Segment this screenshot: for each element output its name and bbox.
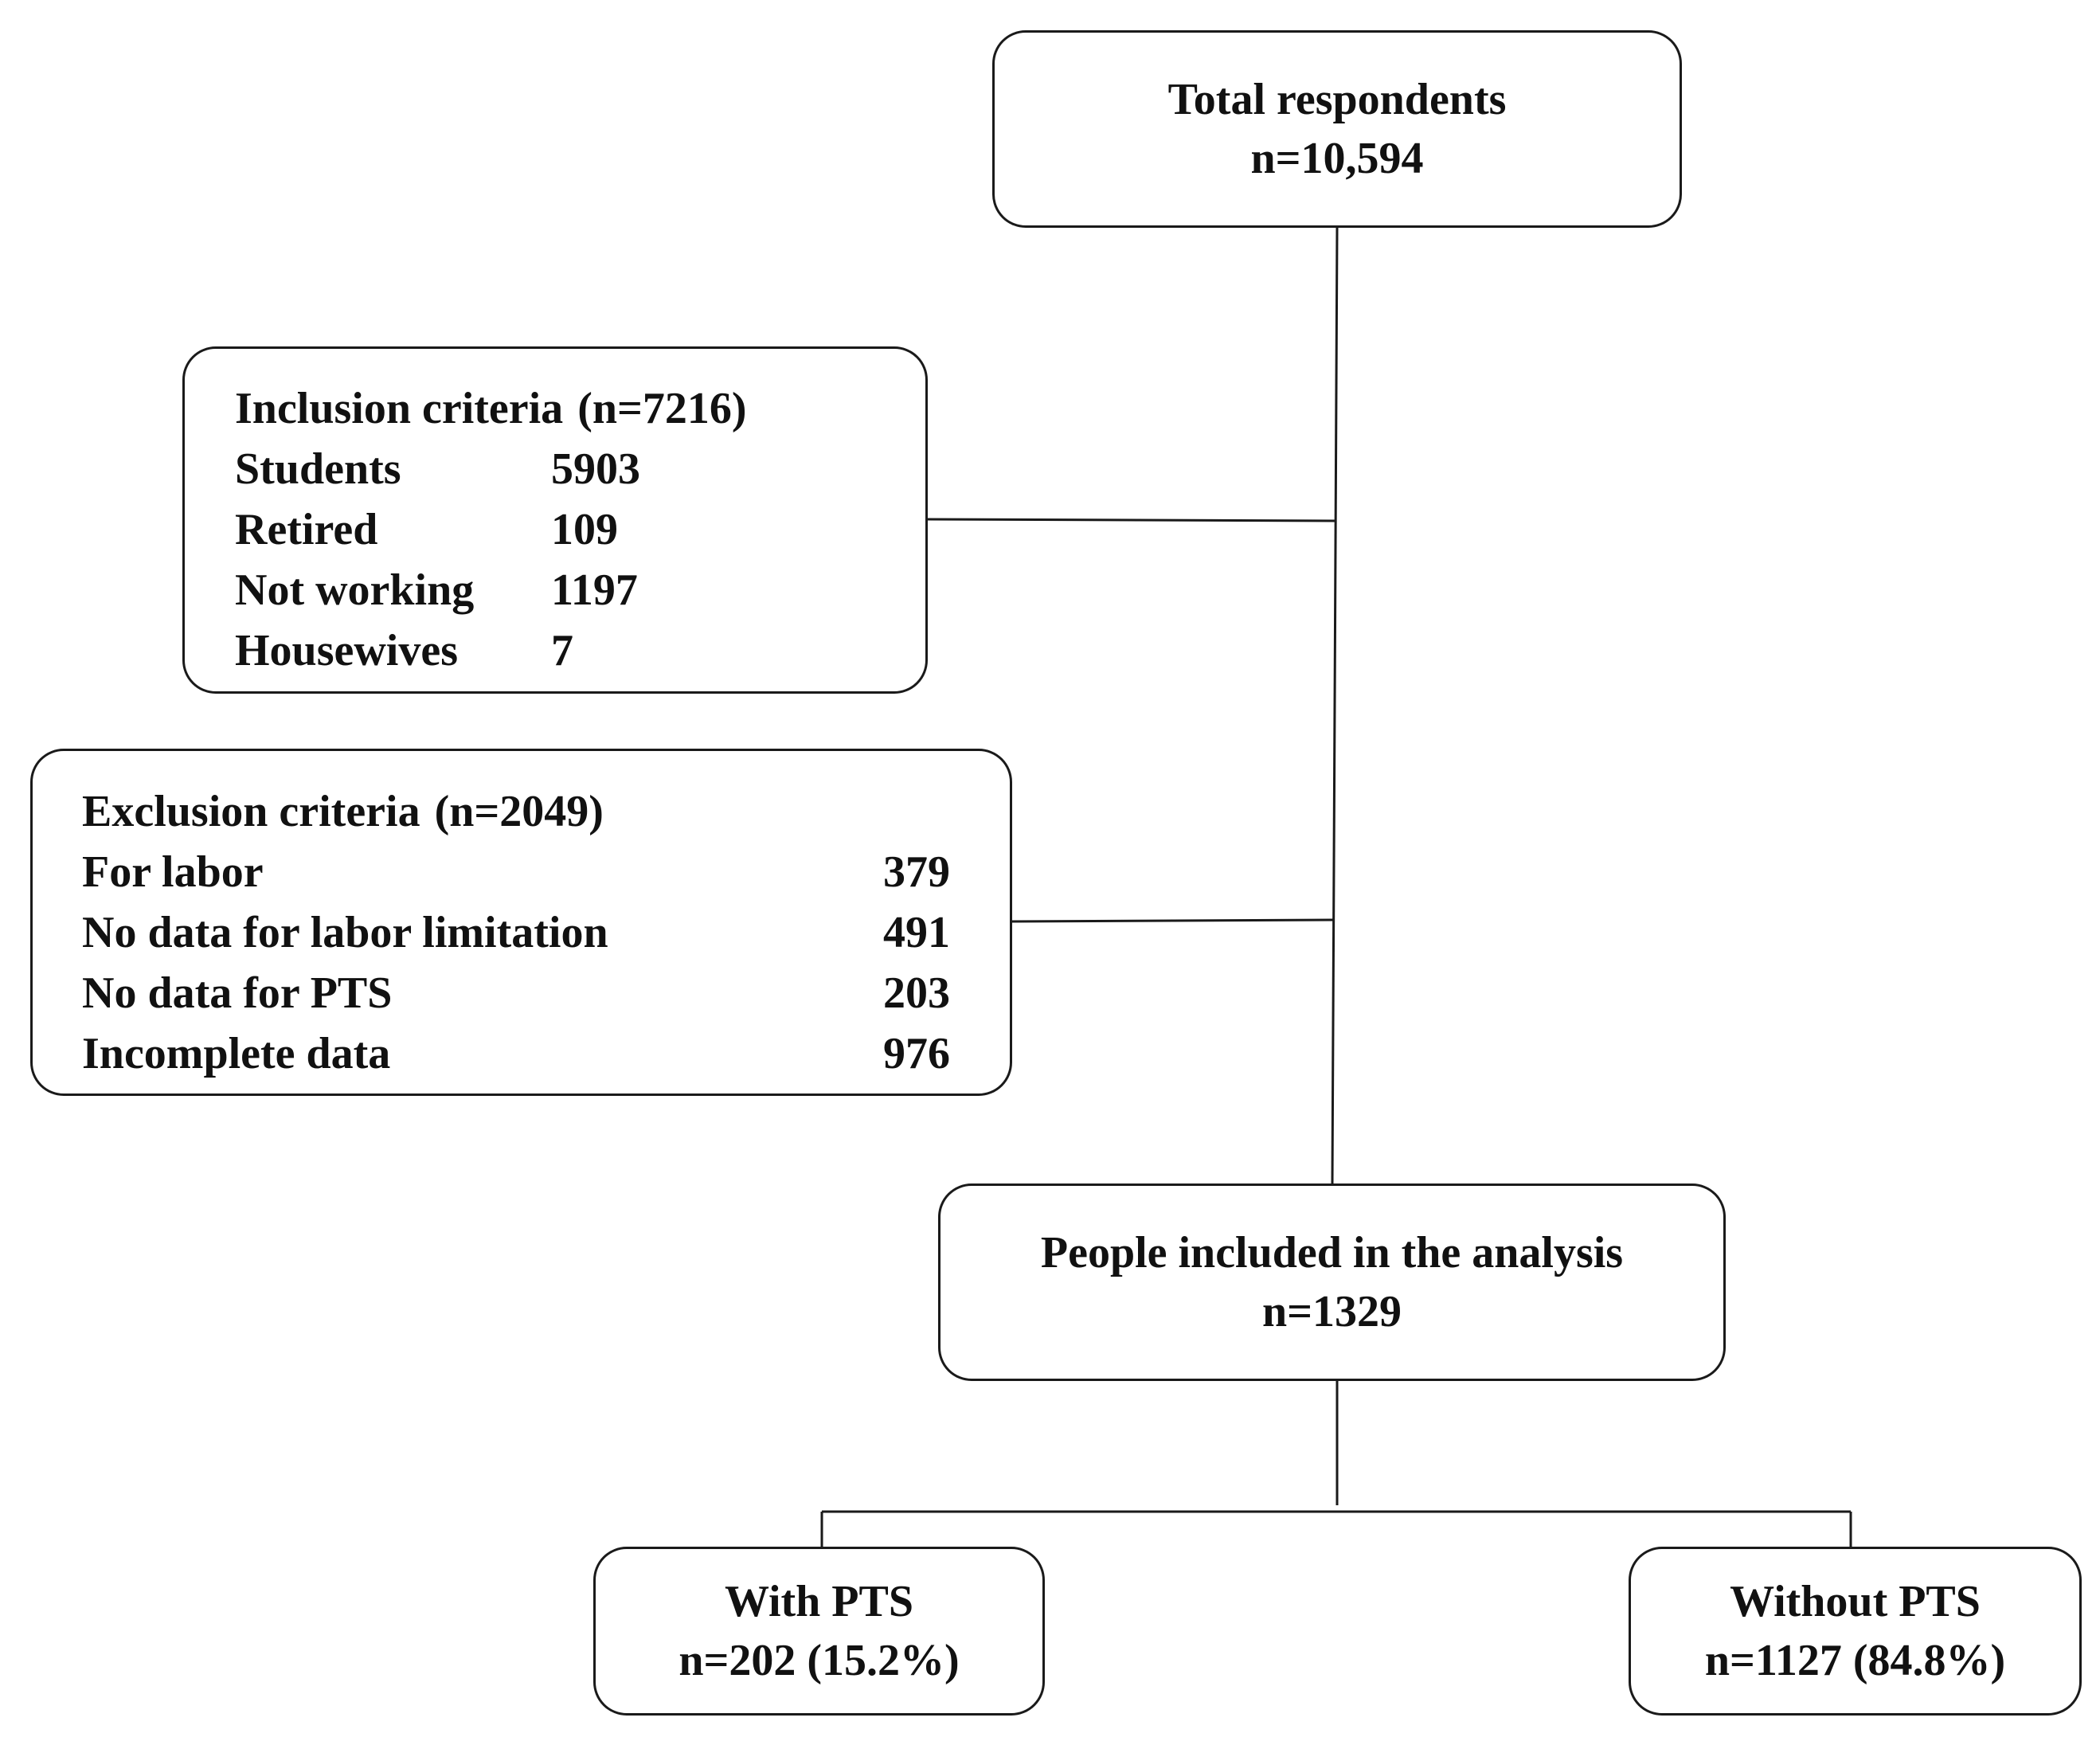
inclusion-criteria-count: (n=7216) bbox=[577, 384, 747, 433]
inclusion-item-value: 109 bbox=[551, 505, 618, 554]
total-respondents-count: n=10,594 bbox=[1250, 134, 1424, 183]
included-in-analysis-title: People included in the analysis bbox=[1040, 1228, 1624, 1277]
inclusion-item-label: Students bbox=[235, 444, 401, 494]
connector-exclusion-branch bbox=[1011, 918, 1335, 923]
exclusion-item-value: 491 bbox=[883, 908, 950, 957]
inclusion-item-label: Not working bbox=[235, 565, 475, 615]
included-in-analysis-count: n=1329 bbox=[1261, 1287, 1402, 1336]
exclusion-criteria-title: Exclusion criteria bbox=[82, 787, 420, 836]
inclusion-item-value: 1197 bbox=[551, 565, 638, 615]
inclusion-item-value: 5903 bbox=[551, 444, 640, 494]
exclusion-item-value: 379 bbox=[883, 847, 950, 897]
with-pts-count: n=202 (15.2%) bbox=[678, 1636, 960, 1685]
exclusion-criteria-count: (n=2049) bbox=[434, 787, 604, 836]
inclusion-criteria-title: Inclusion criteria bbox=[235, 384, 564, 433]
exclusion-item-label: No data for labor limitation bbox=[82, 908, 608, 957]
with-pts-title: With PTS bbox=[724, 1577, 914, 1626]
exclusion-item-value: 203 bbox=[883, 968, 950, 1018]
total-respondents-title: Total respondents bbox=[1167, 75, 1507, 124]
with-pts-box: With PTS n=202 (15.2%) bbox=[593, 1547, 1045, 1716]
inclusion-criteria-box: Inclusion criteria (n=7216) Students 5903… bbox=[182, 346, 928, 694]
exclusion-item-label: No data for PTS bbox=[82, 968, 393, 1018]
without-pts-title: Without PTS bbox=[1730, 1577, 1981, 1626]
inclusion-item-value: 7 bbox=[551, 626, 573, 675]
inclusion-item-label: Retired bbox=[235, 505, 378, 554]
connector-total-to-included bbox=[1331, 227, 1339, 1184]
without-pts-box: Without PTS n=1127 (84.8%) bbox=[1629, 1547, 2082, 1716]
included-in-analysis-box: People included in the analysis n=1329 bbox=[938, 1183, 1726, 1381]
inclusion-item-label: Housewives bbox=[235, 626, 458, 675]
total-respondents-box: Total respondents n=10,594 bbox=[992, 30, 1682, 228]
exclusion-item-label: Incomplete data bbox=[82, 1029, 391, 1078]
exclusion-item-label: For labor bbox=[82, 847, 264, 897]
exclusion-criteria-box: Exclusion criteria (n=2049) For labor 379… bbox=[30, 749, 1012, 1096]
connector-inclusion-branch bbox=[927, 518, 1337, 522]
without-pts-count: n=1127 (84.8%) bbox=[1704, 1636, 2006, 1685]
exclusion-item-value: 976 bbox=[883, 1029, 950, 1078]
inclusion-criteria-heading: Inclusion criteria (n=7216) bbox=[235, 378, 747, 439]
exclusion-criteria-heading: Exclusion criteria (n=2049) bbox=[82, 781, 604, 842]
